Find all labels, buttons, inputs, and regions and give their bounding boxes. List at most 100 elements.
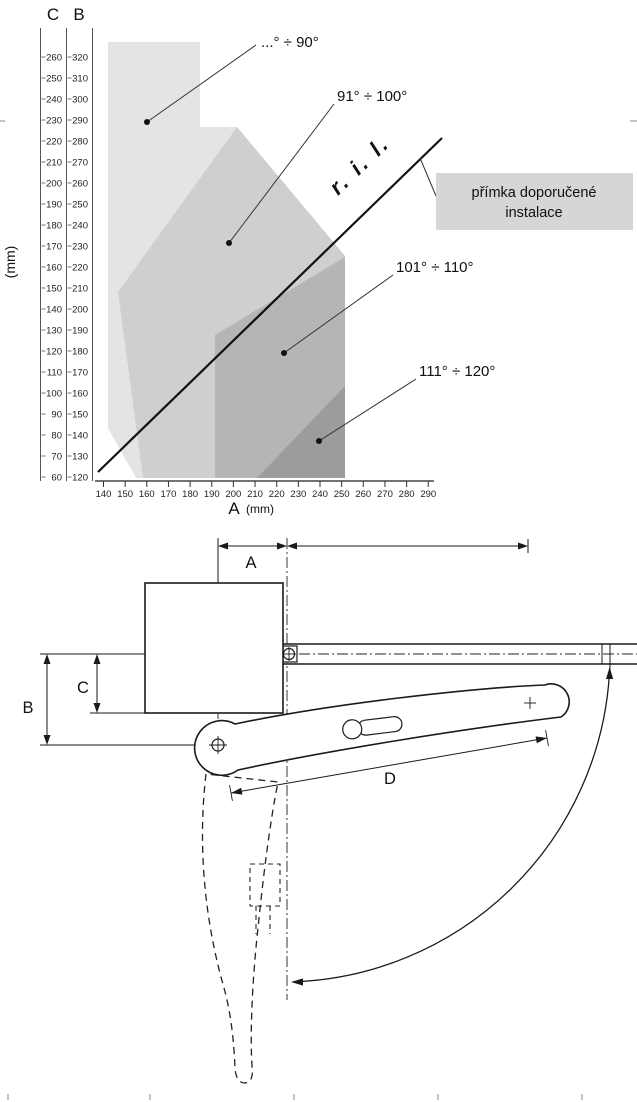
b-axis-ticks: 3203103002902802702602502402302202102001… bbox=[67, 53, 88, 484]
c-tick-label: 250 bbox=[46, 74, 62, 85]
a-tick-label: 260 bbox=[355, 489, 371, 500]
c-tick-label: 70 bbox=[51, 452, 62, 463]
dim-d bbox=[229, 730, 549, 801]
a-tick-label: 250 bbox=[334, 489, 350, 500]
zone-120-label: 111° ÷ 120° bbox=[419, 363, 495, 380]
c-tick-label: 100 bbox=[46, 389, 62, 400]
dim-c bbox=[93, 654, 101, 713]
arm-slot bbox=[342, 716, 403, 740]
recommended-installation-line bbox=[97, 137, 443, 473]
c-tick-label: 240 bbox=[46, 95, 62, 106]
b-tick-label: 140 bbox=[72, 431, 88, 442]
a-tick-label: 280 bbox=[399, 489, 415, 500]
c-tick-label: 220 bbox=[46, 137, 62, 148]
gate-leaf-open-dashed bbox=[201, 773, 279, 1084]
a-tick-label: 210 bbox=[247, 489, 263, 500]
c-tick-label: 170 bbox=[46, 242, 62, 253]
page-bottom-ticks bbox=[7, 1094, 583, 1100]
zone-110-callout bbox=[281, 274, 394, 356]
zone-110-label: 101° ÷ 110° bbox=[396, 259, 474, 276]
a-tick-label: 140 bbox=[96, 489, 112, 500]
b-tick-label: 190 bbox=[72, 326, 88, 337]
b-tick-label: 160 bbox=[72, 389, 88, 400]
c-tick-label: 200 bbox=[46, 179, 62, 190]
dim-a-label: A bbox=[245, 554, 256, 572]
a-tick-label: 170 bbox=[161, 489, 177, 500]
zone-90-callout bbox=[144, 44, 257, 125]
b-tick-label: 220 bbox=[72, 263, 88, 274]
installation-zones-chart: 260 250 240 230 220 210 200 190 180 170 160 150 140 1… bbox=[0, 5, 637, 518]
b-axis-header: B bbox=[73, 5, 84, 24]
a-tick-label: 290 bbox=[420, 489, 436, 500]
a-tick-label: 270 bbox=[377, 489, 393, 500]
callout-dot bbox=[226, 240, 232, 246]
zone-100-label: 91° ÷ 100° bbox=[337, 88, 407, 105]
a-tick-label: 200 bbox=[225, 489, 241, 500]
b-tick-label: 300 bbox=[72, 95, 88, 106]
x-axis-letter: A bbox=[228, 499, 240, 518]
arm-pivot-symbol bbox=[209, 736, 227, 754]
a-tick-label: 150 bbox=[117, 489, 133, 500]
c-tick-label: 120 bbox=[46, 347, 62, 358]
motor-housing bbox=[144, 582, 284, 714]
c-axis-header: C bbox=[47, 5, 59, 24]
x-axis-unit: (mm) bbox=[246, 502, 274, 516]
a-tick-label: 240 bbox=[312, 489, 328, 500]
b-tick-label: 150 bbox=[72, 410, 88, 421]
c-tick-label: 210 bbox=[46, 158, 62, 169]
dim-a bbox=[217, 538, 287, 583]
note-box bbox=[436, 173, 633, 230]
c-tick-label: 260 bbox=[46, 53, 62, 64]
hinge-symbol bbox=[280, 645, 298, 663]
b-tick-label: 250 bbox=[72, 200, 88, 211]
c-tick-label: 150 bbox=[46, 284, 62, 295]
zone-90-label: ...° ÷ 90° bbox=[261, 34, 319, 51]
c-tick-label: 110 bbox=[47, 368, 62, 379]
c-tick-label: 140 bbox=[46, 305, 62, 316]
zone-120-callout bbox=[316, 378, 417, 444]
b-tick-label: 260 bbox=[72, 179, 88, 190]
note-line2: instalace bbox=[505, 205, 562, 221]
a-tick-label: 190 bbox=[204, 489, 220, 500]
a-tick-label: 180 bbox=[182, 489, 198, 500]
callout-dot bbox=[316, 438, 322, 444]
b-tick-label: 280 bbox=[72, 137, 88, 148]
a-tick-label: 230 bbox=[290, 489, 306, 500]
b-tick-label: 320 bbox=[72, 53, 88, 64]
c-tick-label: 160 bbox=[46, 263, 62, 274]
note-line1: přímka doporučené bbox=[472, 185, 597, 201]
ril-label: r. i. l. bbox=[324, 130, 395, 199]
arm-cross-mark bbox=[524, 697, 536, 709]
b-tick-label: 210 bbox=[72, 284, 88, 295]
dim-c-label: C bbox=[77, 679, 89, 697]
callout-dot bbox=[281, 350, 287, 356]
dim-d-label: D bbox=[384, 770, 396, 788]
c-tick-label: 180 bbox=[46, 221, 62, 232]
b-tick-label: 120 bbox=[72, 473, 88, 484]
dim-b bbox=[43, 654, 51, 745]
c-tick-label: 190 bbox=[46, 200, 62, 211]
mounting-dimensions-drawing: A B C bbox=[7, 538, 637, 1100]
zone-100-callout bbox=[226, 103, 335, 246]
c-tick-label: 130 bbox=[46, 326, 62, 337]
b-tick-label: 170 bbox=[72, 368, 88, 379]
b-tick-label: 240 bbox=[72, 221, 88, 232]
b-tick-label: 270 bbox=[72, 158, 88, 169]
zone-120-region bbox=[257, 386, 345, 478]
b-tick-label: 230 bbox=[72, 242, 88, 253]
callout-dot bbox=[144, 119, 150, 125]
dim-b-label: B bbox=[22, 699, 33, 717]
c-tick-label: 80 bbox=[51, 431, 62, 442]
a-tick-label: 160 bbox=[139, 489, 155, 500]
reference-lines bbox=[40, 653, 212, 746]
b-tick-label: 130 bbox=[72, 452, 88, 463]
swing-arc bbox=[291, 644, 614, 986]
b-tick-label: 310 bbox=[72, 74, 88, 85]
b-tick-label: 180 bbox=[72, 347, 88, 358]
gate-leaf bbox=[280, 643, 637, 665]
c-axis-ticks: 260 250 240 230 220 210 200 190 180 170 160 150 140 1… bbox=[41, 53, 62, 484]
c-tick-label: 230 bbox=[46, 116, 62, 127]
note-callout-line bbox=[419, 157, 437, 197]
b-tick-label: 200 bbox=[72, 305, 88, 316]
